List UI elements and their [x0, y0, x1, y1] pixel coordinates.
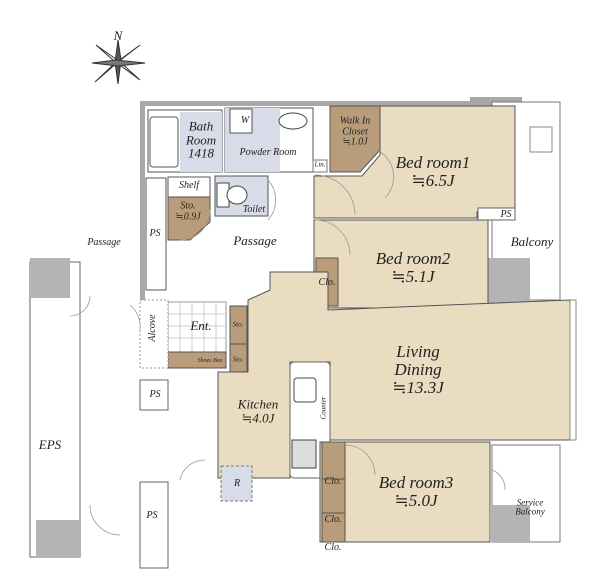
label-storage-ent-2: Sto.	[232, 355, 244, 364]
pillar	[488, 258, 530, 308]
wic-line-3: ≒1.0J	[342, 136, 368, 148]
label-fridge: R	[233, 477, 241, 489]
label-bedroom-2: Bed room2 ≒5.1J	[376, 250, 450, 286]
ac-unit	[529, 126, 553, 153]
washer	[229, 108, 253, 134]
label-ps-3: PS	[146, 509, 158, 521]
kitchen-size: ≒4.0J	[241, 410, 275, 425]
sink	[278, 112, 308, 130]
label-toilet: Toilet	[242, 203, 266, 215]
sto-size: ≒0.9J	[175, 211, 201, 222]
kitchen-sink	[293, 377, 317, 403]
label-linen: Lin.	[314, 160, 326, 169]
label-storage: Sto. ≒0.9J	[175, 200, 201, 223]
label-passage-outer: Passage	[87, 236, 121, 248]
bed3-name: Bed room3	[378, 473, 454, 493]
bath-line-2: Room	[185, 132, 217, 148]
ps-bedroom	[477, 207, 516, 221]
label-kitchen: Kitchen ≒4.0J	[238, 397, 278, 424]
bath-room	[180, 112, 222, 172]
bed1-name: Bed room1	[395, 153, 471, 173]
label-balcony: Balcony	[510, 234, 554, 250]
label-living-dining: Living Dining ≒13.3J	[392, 343, 444, 397]
bed3-size: ≒5.0J	[394, 491, 438, 510]
bath-line-3: 1418	[188, 145, 214, 161]
sto-name: Sto.	[180, 200, 196, 212]
label-counter: Counter	[319, 396, 328, 420]
bedroom-1	[313, 105, 516, 219]
kitchen-name: Kitchen	[237, 396, 279, 412]
stove-icon	[291, 439, 317, 469]
label-eps: EPS	[38, 437, 62, 453]
label-shelf: Shelf	[179, 179, 199, 191]
label-powder-room: Powder Room	[239, 146, 297, 158]
label-washer: W	[240, 114, 250, 126]
bedroom-3	[319, 441, 491, 543]
label-bedroom-3: Bed room3 ≒5.0J	[379, 474, 453, 510]
eps-column	[29, 261, 81, 558]
living-line-1: Living	[396, 342, 440, 362]
label-ps-1: PS	[149, 227, 161, 239]
storage-small	[167, 196, 211, 241]
label-alcove: Alcove	[146, 314, 158, 342]
bath-line-1: Bath	[188, 118, 214, 134]
label-closet-bed2: Clo.	[318, 276, 336, 288]
label-closet-bed3-3: Clo.	[324, 541, 342, 553]
label-ps-2: PS	[149, 388, 161, 400]
label-storage-ent-1: Sto.	[232, 320, 244, 329]
label-entrance: Ent.	[190, 318, 212, 334]
walk-in-closet	[329, 105, 381, 173]
bathtub	[149, 116, 179, 168]
label-ps-4: PS	[500, 208, 512, 220]
bed2-name: Bed room2	[375, 249, 451, 269]
wic-line-1: Walk In	[339, 115, 371, 127]
bedroom-2	[313, 219, 489, 309]
wic-line-2: Closet	[342, 125, 368, 137]
label-service-balcony: Service Balcony	[515, 497, 545, 518]
compass-icon	[91, 39, 146, 85]
label-bedroom-1: Bed room1 ≒6.5J	[396, 154, 470, 190]
fridge-space	[220, 465, 253, 502]
living-dining	[217, 271, 571, 479]
bed1-size: ≒6.5J	[411, 171, 455, 190]
label-closet-bed3-2: Clo.	[324, 513, 342, 525]
living-line-2: Dining	[394, 360, 442, 380]
linen-closet	[312, 159, 328, 173]
service-balcony-line-2: Balcony	[515, 507, 545, 517]
label-closet-bed3-1: Clo.	[324, 475, 342, 487]
label-bath-room: Bath Room 1418	[185, 118, 217, 161]
label-shoes-box: Shoes Box	[197, 357, 223, 364]
toilet-icon	[226, 185, 248, 205]
bed2-size: ≒5.1J	[391, 267, 435, 286]
living-size: ≒13.3J	[392, 377, 444, 397]
label-passage-inner: Passage	[233, 233, 277, 249]
north-label: N	[113, 28, 123, 44]
label-walk-in-closet: Walk In Closet ≒1.0J	[340, 116, 370, 148]
service-balcony-line-1: Service	[516, 497, 544, 508]
